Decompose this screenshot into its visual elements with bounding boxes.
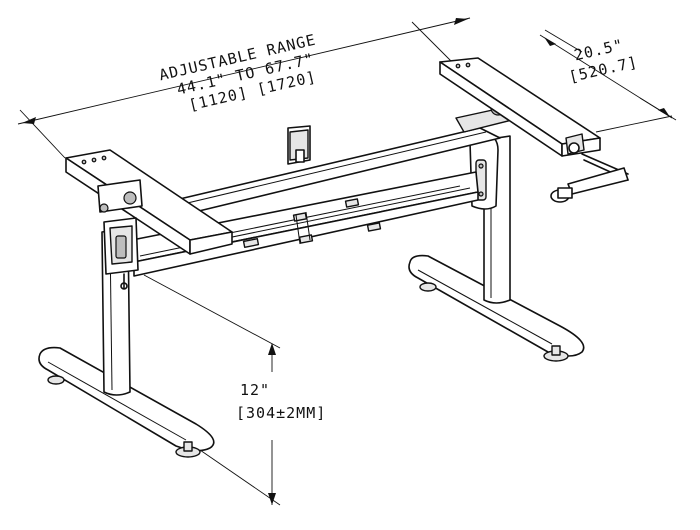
height-imperial: 12"	[240, 381, 270, 399]
height-dimension-text: 12" [304±2MM]	[236, 381, 326, 422]
width-dimension-lines	[17, 17, 471, 159]
right-column	[469, 130, 511, 304]
height-dimension-lines	[143, 274, 281, 506]
center-bracket	[287, 125, 311, 165]
left-column	[101, 217, 139, 396]
height-metric: [304±2MM]	[236, 404, 326, 422]
depth-dimension-text: 20.5" [520.7]	[567, 36, 639, 87]
width-dimension-text: ADJUSTABLE RANGE 44.1" TO 67.7" [1120] […	[157, 31, 318, 115]
depth-dimension-lines	[539, 29, 677, 133]
left-foot	[38, 346, 215, 458]
hand-crank	[550, 153, 629, 203]
left-top-bracket	[65, 149, 233, 255]
right-foot	[408, 254, 585, 362]
right-top-bracket	[439, 57, 601, 157]
